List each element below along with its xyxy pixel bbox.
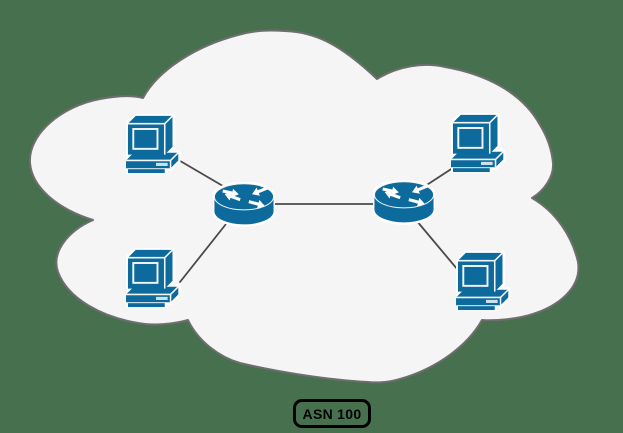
- link-pc-bottom-left-router-left: [179, 223, 227, 283]
- asn-label-text: ASN 100: [302, 405, 362, 422]
- workstation-icon-bottom-right: [456, 253, 508, 310]
- workstation-icon-top-left: [126, 116, 178, 173]
- router-icon-left: [214, 184, 273, 225]
- asn-region-label: ASN 100: [293, 399, 371, 428]
- network-cloud-shape: [28, 29, 580, 384]
- workstation-icon-top-right: [451, 115, 503, 172]
- router-icon-right: [374, 182, 433, 223]
- workstation-icon-bottom-left: [126, 250, 178, 307]
